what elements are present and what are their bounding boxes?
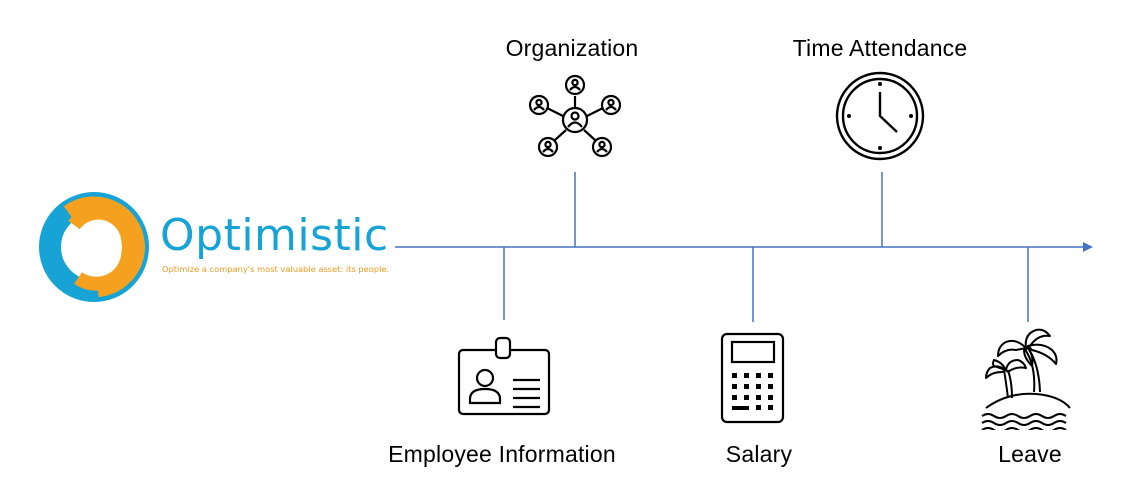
employee-information-label: Employee Information — [388, 441, 616, 467]
logo-wordmark: Optimistic — [160, 210, 389, 261]
logo-tagline: Optimize a company's most valuable asset… — [162, 264, 390, 274]
calculator-icon — [720, 332, 785, 424]
organization-label: Organization — [505, 35, 639, 61]
clock-icon — [835, 71, 925, 161]
arrow-head-icon — [1083, 242, 1093, 252]
id-badge-icon — [457, 336, 551, 416]
salary-label: Salary — [725, 441, 793, 467]
leave-label: Leave — [998, 441, 1062, 467]
time-attendance-label: Time Attendance — [792, 35, 968, 61]
network-people-icon — [528, 74, 622, 158]
logo-ring-icon — [39, 192, 149, 302]
palm-island-icon — [981, 328, 1071, 430]
